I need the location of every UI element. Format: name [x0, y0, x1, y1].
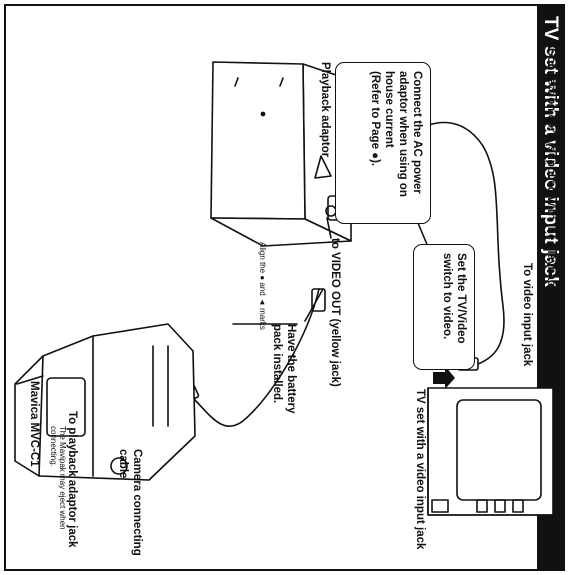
mavica-camera-device	[14, 323, 196, 481]
align-marks-label: Align the ● and ◄ marks	[258, 242, 267, 330]
ac-adaptor-callout: Connect the AC power adaptor when using …	[335, 62, 431, 224]
battery-pointer	[304, 288, 324, 322]
battery-line-1: Have the battery	[285, 324, 297, 414]
ac-callout-line-2: adaptor when using on	[396, 71, 409, 197]
tv-callout-line-1: Set the TV/Video	[455, 253, 467, 344]
input-arrow-icon	[433, 366, 455, 389]
camera-connecting-cable	[178, 288, 326, 428]
camera-cable-label: Camera connecting cable	[116, 449, 143, 556]
playback-adaptor-label: Playback adaptor	[319, 62, 331, 158]
tv-callout-line-2: switch to video.	[440, 253, 453, 340]
camera-cable-line-2: cable	[117, 449, 130, 479]
battery-pack-label: Have the battery pack installed.	[270, 324, 297, 413]
ac-callout-line-3: house current	[382, 71, 395, 148]
tv-video-switch-callout: Set the TV/Video switch to video.	[413, 244, 475, 370]
tv-set-label: TV set with a video input jack	[414, 389, 426, 550]
mavica-label: Mavica MVC-C1	[28, 381, 40, 467]
eject-note-line-2: connecting.	[48, 426, 58, 467]
video-out-label: to VIDEO OUT (yellow jack)	[329, 238, 341, 387]
ac-callout-line-4: (Refer to Page ●).	[368, 71, 381, 167]
battery-line-2: pack installed.	[271, 324, 284, 404]
diagram-canvas: TV set with a video input jack	[6, 6, 563, 569]
eject-note-line-1: The Mavipak may eject when	[58, 426, 67, 530]
video-out-pointer	[326, 217, 332, 239]
camera-cable-line-1: Camera connecting	[131, 449, 143, 556]
ac-callout-line-1: Connect the AC power	[411, 71, 423, 194]
diagram-frame: TV set with a video input jack	[4, 4, 565, 571]
connection-cord-label: Connection cord (supplied with the playb…	[545, 48, 557, 342]
eject-note: The Mavipak may eject when connecting.	[48, 426, 67, 530]
tv-set-device	[427, 387, 554, 516]
to-video-input-label: To video input jack	[521, 263, 533, 367]
diagram-art	[14, 61, 554, 516]
